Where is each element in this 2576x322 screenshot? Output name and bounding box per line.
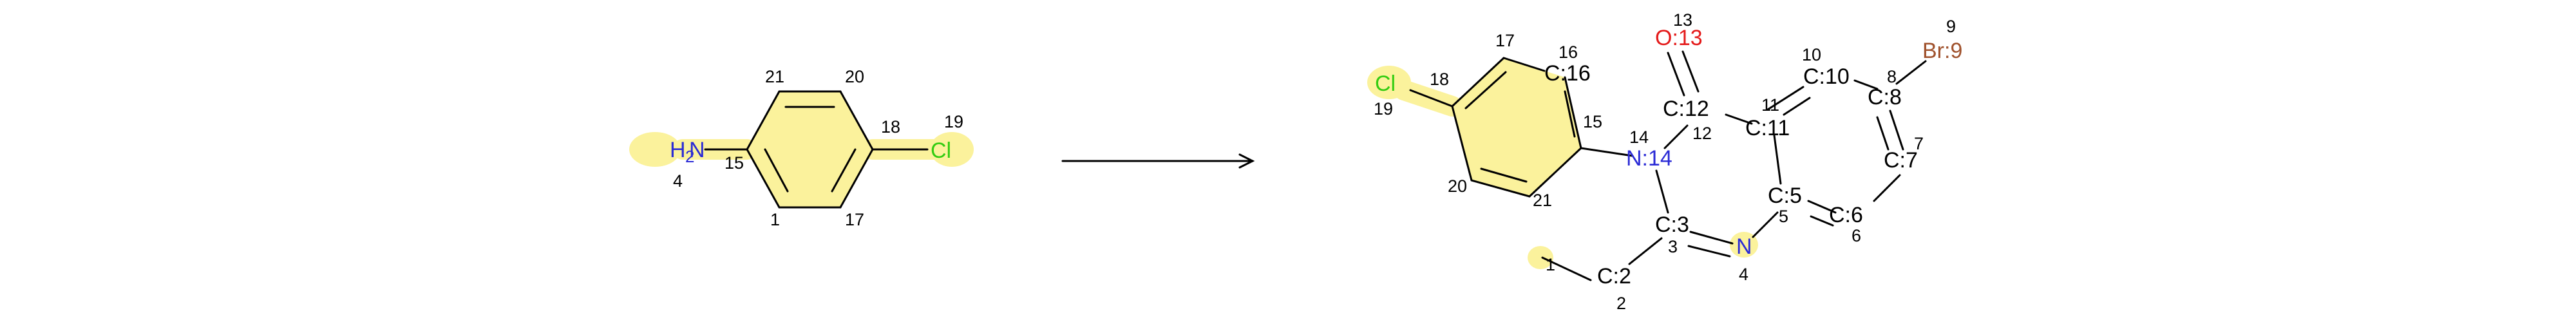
atom-n4-label: N — [1736, 234, 1752, 259]
atom-br9-label: Br:9 — [1922, 39, 1962, 63]
product-map-17: 17 — [1495, 31, 1515, 50]
atom-c7-label: C:7 — [1884, 148, 1918, 173]
reactant-bonds — [704, 90, 929, 209]
product-map-2: 2 — [1616, 294, 1626, 313]
atom-o13-label: O:13 — [1655, 26, 1703, 50]
product-map-21: 21 — [1533, 191, 1552, 210]
reactant-molecule: H 2 N Cl 4 15 21 20 18 19 1 17 — [629, 67, 974, 229]
reactant-chlorine-label: Cl — [931, 138, 951, 163]
reactant-map-19: 19 — [944, 112, 963, 131]
product-map-11: 11 — [1761, 95, 1779, 115]
atom-c11-label: C:11 — [1745, 116, 1790, 140]
reactant-map-17: 17 — [845, 210, 864, 229]
product-molecule: Cl C:16 C:12 O:13 C:10 Br:9 C:8 N:14 C:1… — [1367, 10, 1962, 313]
product-map-18: 18 — [1430, 70, 1449, 89]
amine-n-label: N — [689, 138, 705, 162]
reactant-map-15: 15 — [724, 153, 744, 173]
product-map-12: 12 — [1692, 124, 1712, 143]
product-map-6: 6 — [1852, 226, 1861, 245]
atom-c16-label: C:16 — [1544, 61, 1591, 86]
product-map-13: 13 — [1673, 10, 1692, 30]
product-map-14: 14 — [1629, 128, 1649, 147]
reactant-map-1: 1 — [770, 210, 780, 229]
product-map-3: 3 — [1668, 237, 1678, 256]
reactant-map-21: 21 — [765, 67, 784, 86]
atom-c10-label: C:10 — [1803, 64, 1850, 89]
atom-c2-label: C:2 — [1597, 264, 1631, 289]
product-map-16: 16 — [1558, 43, 1578, 62]
product-map-4: 4 — [1739, 265, 1748, 284]
atom-c3-label: C:3 — [1655, 213, 1689, 237]
atom-c6-label: C:6 — [1829, 203, 1863, 227]
product-map-5: 5 — [1779, 207, 1788, 226]
reactant-map-20: 20 — [845, 67, 864, 86]
atom-c12-label: C:12 — [1663, 97, 1709, 121]
atom-n14-label: N:14 — [1626, 146, 1672, 171]
product-map-15: 15 — [1583, 112, 1602, 131]
product-highlight — [1367, 58, 1758, 269]
product-map-8: 8 — [1887, 67, 1897, 86]
product-map-19: 19 — [1374, 99, 1393, 118]
amine-h-subscript: 2 — [685, 147, 694, 166]
atom-c8-label: C:8 — [1868, 85, 1902, 109]
product-map-10: 10 — [1802, 45, 1821, 64]
product-map-1: 1 — [1546, 255, 1555, 274]
amine-h-label: H — [670, 138, 686, 162]
product-map-9: 9 — [1946, 17, 1956, 36]
product-bonds — [1409, 50, 1927, 281]
reactant-map-18: 18 — [881, 117, 900, 137]
product-map-7: 7 — [1914, 134, 1924, 153]
product-chlorine-label: Cl — [1375, 71, 1396, 96]
reactant-map-4: 4 — [673, 171, 683, 191]
reaction-arrow — [1061, 153, 1255, 169]
atom-c5-label: C:5 — [1768, 184, 1802, 208]
product-map-20: 20 — [1448, 176, 1467, 196]
